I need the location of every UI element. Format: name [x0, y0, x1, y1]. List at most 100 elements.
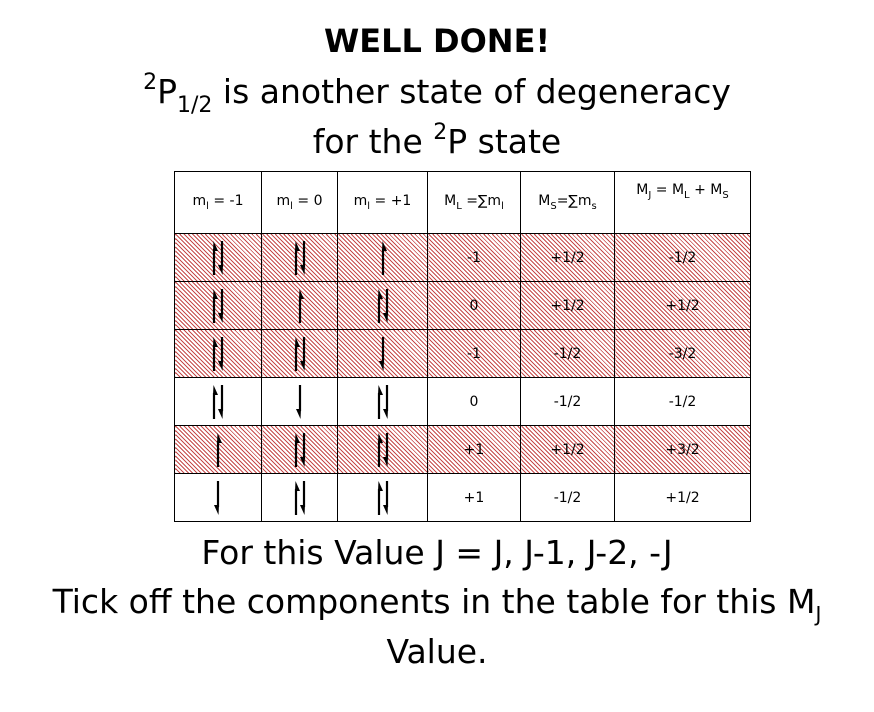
value-cell-ml: 0	[427, 377, 521, 426]
orbital-cell	[174, 281, 262, 330]
header-part: =∑m	[556, 193, 592, 209]
header-part: M	[538, 193, 551, 209]
orbital-cell	[261, 473, 338, 522]
orbital-cell	[174, 233, 262, 282]
value-cell-ms: -1/2	[520, 329, 615, 378]
orbital-cell	[261, 233, 338, 282]
value-cell-mj: -3/2	[614, 329, 751, 378]
header-part: + M	[689, 182, 723, 198]
orbital-cell	[261, 329, 338, 378]
header-part: S	[722, 190, 729, 201]
paired-spin-icon	[377, 288, 388, 323]
value-cell-ms: -1/2	[520, 473, 615, 522]
orbital-cell	[174, 329, 262, 378]
orbital-cell	[337, 281, 428, 330]
value-cell-mj: +1/2	[614, 281, 751, 330]
header-part: =∑m	[461, 193, 502, 209]
state-line-2: for the 2P state	[0, 120, 874, 161]
header-part: = +1	[370, 193, 412, 209]
footer-mj-subscript: J	[815, 602, 822, 626]
orbital-cell	[174, 473, 262, 522]
header-part: L	[684, 190, 690, 201]
table-row: 0+1/2+1/2	[174, 281, 751, 330]
value-cell-ms: -1/2	[520, 377, 615, 426]
value-cell-ml: -1	[427, 329, 521, 378]
value-cell-mj: -1/2	[614, 377, 751, 426]
header-cell-4: MS=∑ms	[520, 171, 615, 234]
orbital-cell	[337, 425, 428, 474]
paired-spin-icon	[212, 240, 224, 275]
table-row: -1+1/2-1/2	[174, 233, 751, 282]
header-part: l	[501, 201, 504, 212]
value-cell-ms: +1/2	[520, 233, 615, 282]
header-part: = M	[651, 182, 685, 198]
paired-spin-icon	[377, 384, 388, 419]
table-row: +1+1/2+3/2	[174, 425, 751, 474]
orbital-cell	[337, 233, 428, 282]
orbital-cell	[337, 329, 428, 378]
value-cell-ml: 0	[427, 281, 521, 330]
header-part: m	[192, 193, 207, 209]
spin-down-icon	[214, 480, 220, 515]
table-row: +1-1/2+1/2	[174, 473, 751, 522]
orbital-cell	[261, 281, 338, 330]
state-letter: P	[157, 72, 178, 111]
spin-up-icon	[216, 432, 222, 467]
header-part: m	[276, 193, 291, 209]
header-part: s	[591, 201, 597, 212]
paired-spin-icon	[377, 480, 388, 515]
value-cell-ms: +1/2	[520, 425, 615, 474]
orbital-cell	[337, 473, 428, 522]
state-description: is another state of degeneracy	[212, 72, 731, 111]
paired-spin-icon	[294, 432, 305, 467]
header-cell-2: ml = +1	[337, 171, 428, 234]
header-cell-1: ml = 0	[261, 171, 338, 234]
value-cell-mj: +3/2	[614, 425, 751, 474]
line3-suffix: P state	[447, 122, 562, 161]
spin-down-icon	[295, 384, 301, 419]
paired-spin-icon	[294, 336, 305, 371]
value-cell-mj: -1/2	[614, 233, 751, 282]
spin-up-icon	[298, 288, 304, 323]
footer-line-1: For this Value J = J, J-1, J-2, -J	[201, 533, 673, 572]
state-superscript: 2	[143, 70, 158, 95]
paired-spin-icon	[294, 240, 305, 275]
spin-down-icon	[378, 336, 384, 371]
header-cell-3: ML =∑ml	[427, 171, 521, 234]
state-line: 2P1/2 is another state of degeneracy	[0, 70, 874, 118]
value-cell-mj: +1/2	[614, 473, 751, 522]
header-cell-5: MJ = ML + MS	[614, 171, 751, 234]
header-part: m	[353, 193, 368, 209]
paired-spin-icon	[212, 336, 224, 371]
header-part: S	[550, 201, 557, 212]
header-part: l	[290, 201, 293, 212]
spin-up-icon	[381, 240, 387, 275]
header-part: J	[648, 190, 652, 201]
orbital-cell	[337, 377, 428, 426]
footer-line-3: Value.	[386, 632, 488, 671]
value-cell-ml: +1	[427, 473, 521, 522]
orbital-cell	[261, 377, 338, 426]
header-part: M	[636, 182, 649, 198]
paired-spin-icon	[377, 432, 388, 467]
state-subscript: 1/2	[177, 93, 213, 118]
orbital-cell	[174, 425, 262, 474]
table-row: -1-1/2-3/2	[174, 329, 751, 378]
footer-line-2-text: Tick off the components in the table for…	[52, 582, 816, 621]
orbital-cell	[174, 377, 262, 426]
footer-line-2: Tick off the components in the table for…	[0, 582, 874, 626]
orbital-cell	[261, 425, 338, 474]
header-part: = 0	[292, 193, 323, 209]
value-cell-ml: -1	[427, 233, 521, 282]
line3-superscript: 2	[433, 120, 448, 145]
table-row: 0-1/2-1/2	[174, 377, 751, 426]
header-cell-0: ml = -1	[174, 171, 262, 234]
header-part: l	[206, 201, 209, 212]
header-part: M	[444, 193, 457, 209]
value-cell-ml: +1	[427, 425, 521, 474]
paired-spin-icon	[294, 480, 305, 515]
value-cell-ms: +1/2	[520, 281, 615, 330]
paired-spin-icon	[212, 288, 224, 323]
